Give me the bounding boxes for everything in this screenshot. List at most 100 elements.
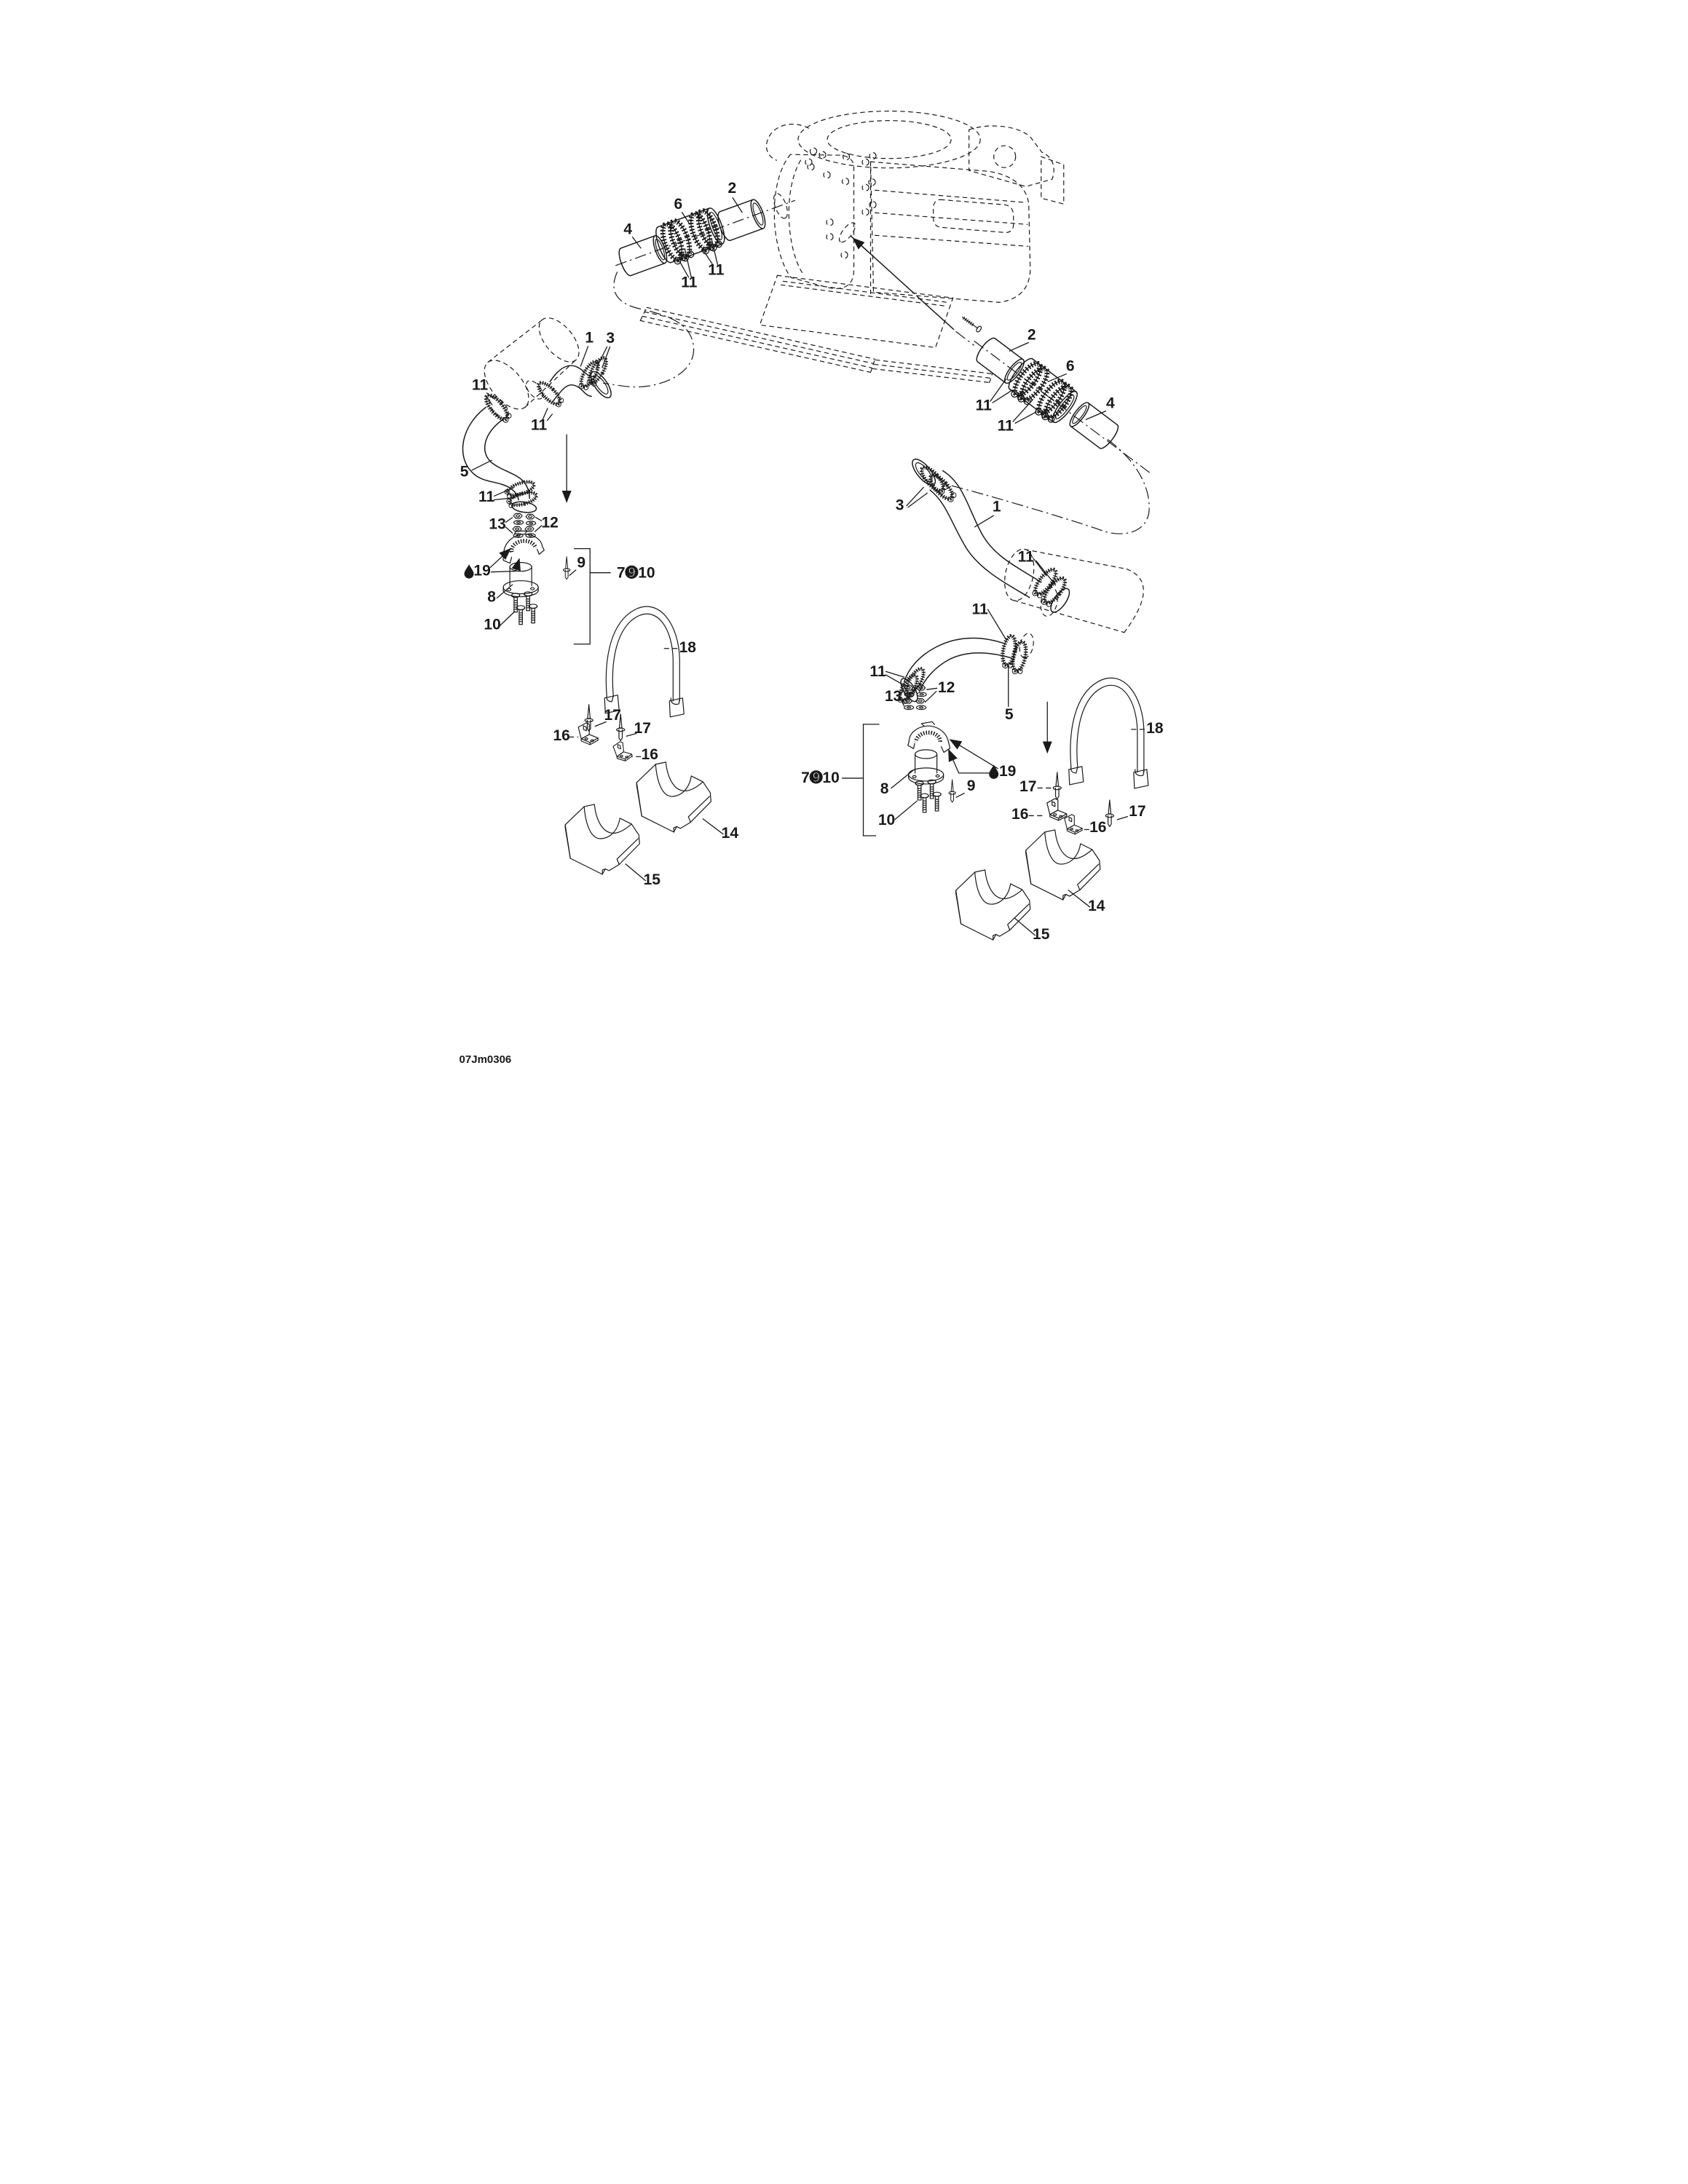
leader-line [974,515,995,528]
mount-rail-right [872,359,993,384]
callout-left-3: 3 [606,330,615,347]
left-muffler-group [462,317,612,513]
callout-left-8: 8 [487,589,496,606]
hose-1-right-bell [912,458,936,486]
cradle-15 [564,804,640,875]
right-muffler-group [895,458,1144,705]
left-detail-group [500,513,685,718]
leader-line [894,800,918,820]
leader-line [900,689,905,695]
hose-1-right-edge [942,470,1042,583]
callout-rear-6: 6 [1066,357,1075,374]
direction-arrow [852,237,869,253]
leader-line [885,674,907,687]
stud [961,316,982,333]
callout-left-16a: 16 [553,727,569,744]
muffler-right-face [538,317,580,363]
through-hull-fitting-8 [907,749,944,785]
leader-line [631,236,642,249]
leader-line [678,259,690,278]
leader-line [1012,399,1034,422]
pin-17 [1052,772,1062,800]
callout-left-7-10: 7➒10 [617,565,655,582]
callout-right-18: 18 [1146,720,1164,737]
callout-right-5: 5 [1005,706,1014,723]
leader-line [594,721,607,727]
leader-line [924,690,937,703]
callout-right-7-10: 7➒10 [801,769,840,786]
leader-line [900,699,905,707]
leader-line [891,769,915,789]
callout-front-4: 4 [623,221,632,237]
centerline-front [615,199,796,266]
leader-line [505,517,513,523]
cradle-15 [955,869,1031,941]
hose-5-left-edge [484,419,530,499]
muffler-body [1024,549,1127,570]
right-cradle-group [955,772,1114,941]
leader-line [471,459,492,471]
leader-line [496,584,513,599]
oil-drop-icon [464,564,474,579]
hose-1-left-bell [590,371,612,399]
leader-line [906,486,925,507]
front-cover-line [788,159,803,273]
callout-front-11a: 11 [681,274,698,290]
leader-line [987,609,1007,641]
washer-12 [916,692,927,697]
callout-right-17a: 17 [1019,778,1036,795]
leader-line [534,525,543,533]
leader-line [1068,890,1091,908]
leader-line [493,486,515,497]
leader-line [602,346,611,368]
callout-left-16b: 16 [642,746,658,763]
rear-exhaust-assembly [850,235,1153,534]
callout-left-14: 14 [722,825,739,842]
callout-front-2: 2 [728,180,737,197]
callout-right-17b: 17 [1129,803,1145,820]
routing-phantom-rear [947,439,1150,534]
leader-line [1047,373,1068,383]
oil-drop-icon [989,764,999,779]
callout-left-9: 9 [577,555,585,571]
muffler-inlet-stub [1040,587,1058,617]
leader-line [702,818,724,835]
callout-left-17b: 17 [634,720,651,737]
cradle-14 [636,761,711,833]
leader-line [625,863,647,882]
leader-line [486,392,494,399]
hose-1-left-edge [552,384,592,403]
through-hull-fitting-8 [502,562,539,598]
callout-right-10: 10 [878,812,895,828]
pin-9 [948,779,956,803]
muffler-body [487,319,577,408]
leader-line [499,611,516,627]
hose-1-right-end [1050,587,1070,613]
leader-line [926,687,938,690]
crankcase-fins [874,189,1029,247]
leader-line [885,670,905,678]
exhaust-port-front [773,193,788,219]
leader-line [626,732,637,737]
outlet-cover [500,529,545,564]
leader-line [580,346,589,367]
leader-line [955,792,965,799]
mount-rail-left [639,306,876,373]
callout-left-19: 19 [473,563,490,579]
callout-right-11a: 11 [1018,549,1035,566]
leader-line [1009,341,1029,352]
direction-arrow [491,558,521,573]
bracket-16 [1064,814,1083,835]
leader-line [990,379,1007,402]
flywheel-cover [797,111,981,169]
leader-line [684,248,692,278]
callout-right-13: 13 [885,688,902,705]
callout-right-1: 1 [993,499,1001,515]
callout-left-10: 10 [484,617,500,633]
intake-elbow [766,123,810,161]
manifold [969,125,1054,187]
leader-line [573,547,591,645]
sleeve-2-rear [976,337,1025,384]
